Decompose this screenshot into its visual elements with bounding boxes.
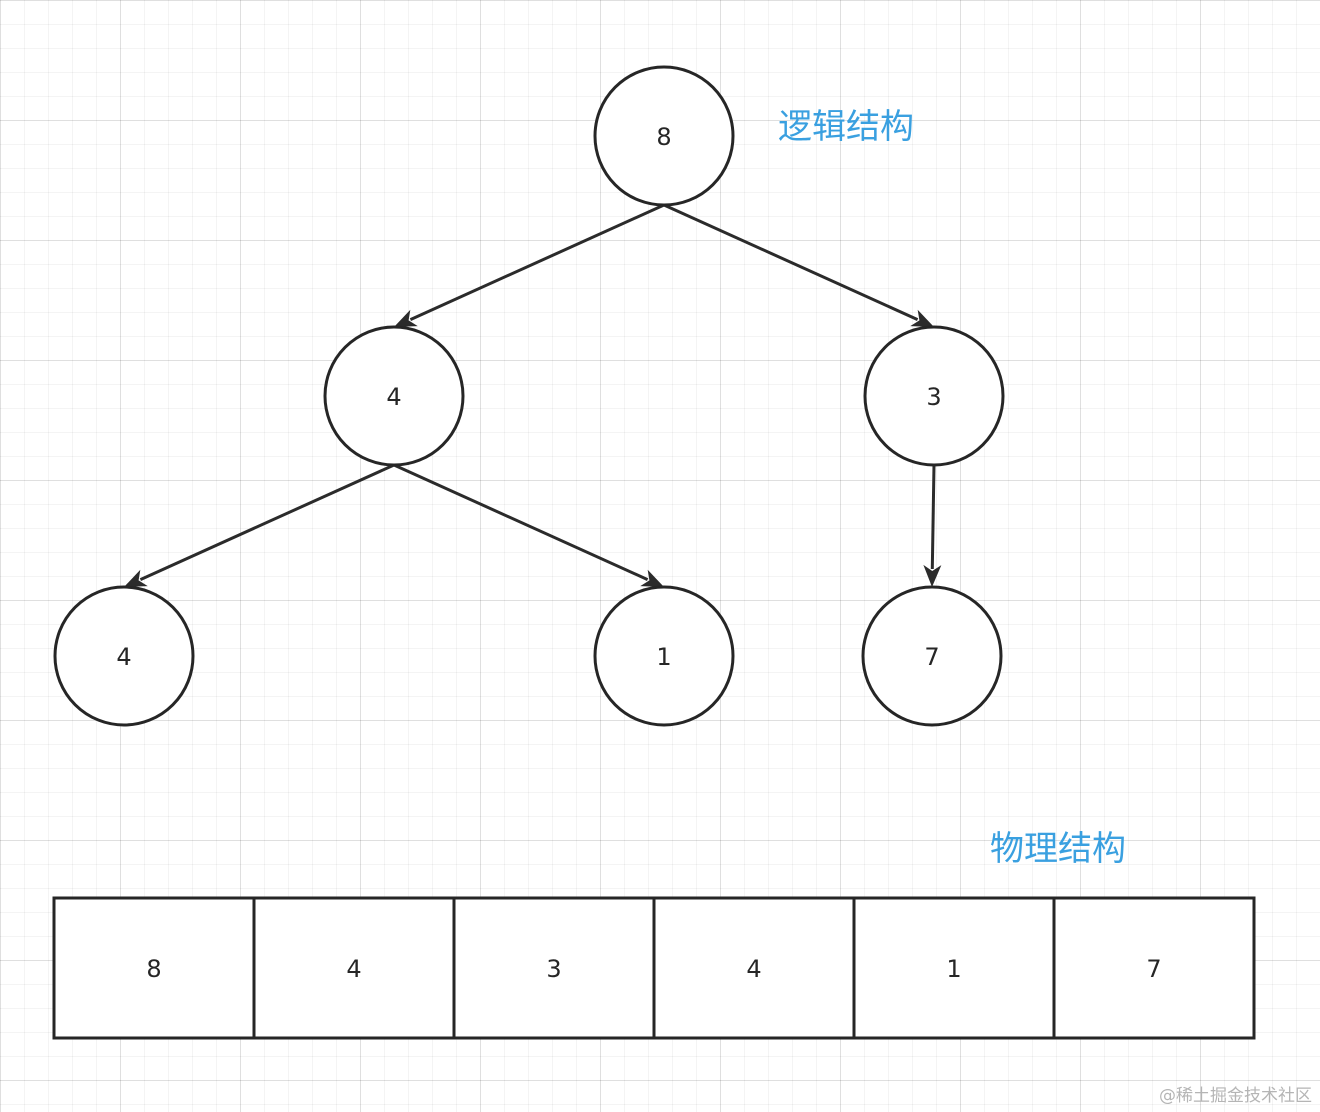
tree-node: 7 <box>861 585 1003 727</box>
edge-line <box>930 464 936 570</box>
node-circle <box>863 325 1005 467</box>
cell-value: 4 <box>746 955 761 983</box>
array-cells: 8 4 3 4 1 7 <box>52 896 1256 1040</box>
tree-edge <box>394 203 665 327</box>
physical-structure-label: 物理结构 <box>990 829 1126 869</box>
node-value: 3 <box>926 383 941 411</box>
cell-value: 4 <box>346 955 361 983</box>
tree-node: 4 <box>323 325 465 467</box>
arrowhead-icon <box>910 309 934 327</box>
node-circle <box>593 585 735 727</box>
array-cell: 4 <box>652 896 856 1040</box>
array-cell: 1 <box>852 896 1056 1040</box>
array-cell: 3 <box>452 896 656 1040</box>
edge-line <box>393 463 649 581</box>
cell-box <box>852 896 1056 1040</box>
tree-node: 3 <box>863 325 1005 467</box>
arrowhead-icon <box>923 564 942 587</box>
cell-box <box>452 896 656 1040</box>
arrowhead-icon <box>640 569 664 587</box>
array-cell: 7 <box>1052 896 1256 1040</box>
node-value: 7 <box>924 643 939 671</box>
node-circle <box>53 585 195 727</box>
array-cell: 8 <box>52 896 256 1040</box>
cell-value: 8 <box>146 955 161 983</box>
cell-value: 3 <box>546 955 561 983</box>
edge-line <box>409 203 665 321</box>
tree-node: 1 <box>593 585 735 727</box>
tree-edge <box>393 463 664 587</box>
cell-value: 1 <box>946 955 961 983</box>
tree-node: 4 <box>53 585 195 727</box>
watermark: @稀土掘金技术社区 <box>1159 1086 1312 1106</box>
cell-box <box>252 896 456 1040</box>
array-cell: 4 <box>252 896 456 1040</box>
node-value: 1 <box>656 643 671 671</box>
node-value: 8 <box>656 123 671 151</box>
edge-line <box>139 463 395 581</box>
tree-edge <box>663 203 934 327</box>
node-circle <box>323 325 465 467</box>
edge-line <box>663 203 919 321</box>
node-circle <box>861 585 1003 727</box>
tree-edge <box>923 464 942 587</box>
arrowhead-icon <box>394 309 418 327</box>
logical-structure-label: 逻辑结构 <box>778 107 914 147</box>
tree-nodes: 8 4 3 4 1 7 <box>53 65 1005 727</box>
cell-value: 7 <box>1146 955 1161 983</box>
tree-node: 8 <box>593 65 735 207</box>
arrowhead-icon <box>124 569 148 587</box>
cell-box <box>652 896 856 1040</box>
node-circle <box>593 65 735 207</box>
cell-box <box>52 896 256 1040</box>
node-value: 4 <box>116 643 131 671</box>
node-value: 4 <box>386 383 401 411</box>
tree-edge <box>124 463 395 587</box>
cell-box <box>1052 896 1256 1040</box>
tree-edges <box>124 203 942 587</box>
